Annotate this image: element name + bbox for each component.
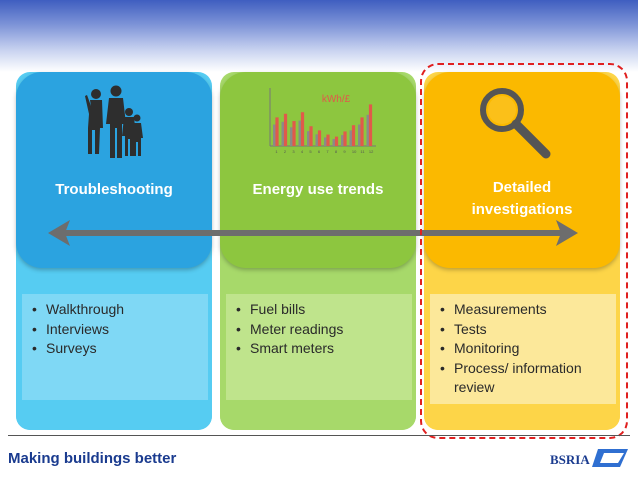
list-item: Measurements <box>440 300 610 320</box>
chart-bar <box>317 130 322 146</box>
list-item: Smart meters <box>236 339 406 359</box>
chart-bar-shadow <box>324 137 327 146</box>
list-item: Interviews <box>32 320 202 340</box>
card-title: Detailed investigations <box>471 179 573 218</box>
chart-bar <box>334 136 339 146</box>
card-title: Troubleshooting <box>55 181 173 198</box>
chart-bar <box>309 126 313 146</box>
chart-tick-label: 11 <box>360 149 365 154</box>
chart-bar-shadow <box>307 131 310 146</box>
chart-tick-label: 10 <box>352 149 357 154</box>
chart-bar-shadow <box>366 114 370 146</box>
list-item: Process/ information review <box>440 359 610 398</box>
chart-bar <box>360 117 364 146</box>
people-silhouette-icon <box>85 85 143 158</box>
bsria-logo: BSRIA <box>550 449 628 467</box>
chart-tick-label: 12 <box>369 149 374 154</box>
chart-bar <box>351 125 356 146</box>
chart-bar-shadow <box>298 120 302 146</box>
chart-bar-shadow <box>341 135 344 146</box>
chart-bar-shadow <box>332 138 336 146</box>
chart-tick-label: 7 <box>326 149 329 154</box>
highlight-dashed-outline <box>420 63 628 439</box>
chart-tick-label: 6 <box>318 149 321 154</box>
chart-bar <box>275 117 279 146</box>
list-item: Tests <box>440 320 610 340</box>
footer-divider <box>8 435 630 436</box>
chart-tick-label: 3 <box>292 149 295 154</box>
chart-bar <box>326 134 330 146</box>
double-arrow-icon <box>48 220 578 246</box>
chart-tick-label: 9 <box>343 149 346 154</box>
list-item: Fuel bills <box>236 300 406 320</box>
chart-bar <box>368 104 373 146</box>
chart-bar-shadow <box>281 121 285 146</box>
list-detailed-investigations: Measurements Tests Monitoring Process/ i… <box>430 294 616 404</box>
list-item: Monitoring <box>440 339 610 359</box>
chart-bar-shadow <box>315 134 319 146</box>
list-item: Walkthrough <box>32 300 202 320</box>
chart-bar <box>292 121 296 146</box>
magnifier-icon <box>480 88 551 159</box>
chart-bar <box>343 131 347 146</box>
chart-bar-shadow <box>349 130 353 146</box>
chart-tick-label: 2 <box>284 149 287 154</box>
chart-bar-shadow <box>290 127 293 146</box>
footer-tagline: Making buildings better <box>8 450 177 467</box>
chart-label: kWh/£ <box>322 94 351 105</box>
chart-tick-label: 1 <box>275 149 278 154</box>
chart-bar-shadow <box>273 124 276 146</box>
list-energy-use-trends: Fuel bills Meter readings Smart meters <box>226 294 412 400</box>
list-item: Meter readings <box>236 320 406 340</box>
list-item: Surveys <box>32 339 202 359</box>
chart-tick-label: 8 <box>335 149 338 154</box>
header-gradient-bar <box>0 0 638 72</box>
chart-bar <box>283 113 288 146</box>
chart-bar <box>300 112 305 146</box>
chart-bar-shadow <box>358 124 361 146</box>
list-troubleshooting: Walkthrough Interviews Surveys <box>22 294 208 400</box>
card-title: Energy use trends <box>252 181 384 198</box>
logo-text: BSRIA <box>550 452 590 467</box>
chart-tick-label: 4 <box>301 149 304 154</box>
chart-tick-label: 5 <box>309 149 312 154</box>
